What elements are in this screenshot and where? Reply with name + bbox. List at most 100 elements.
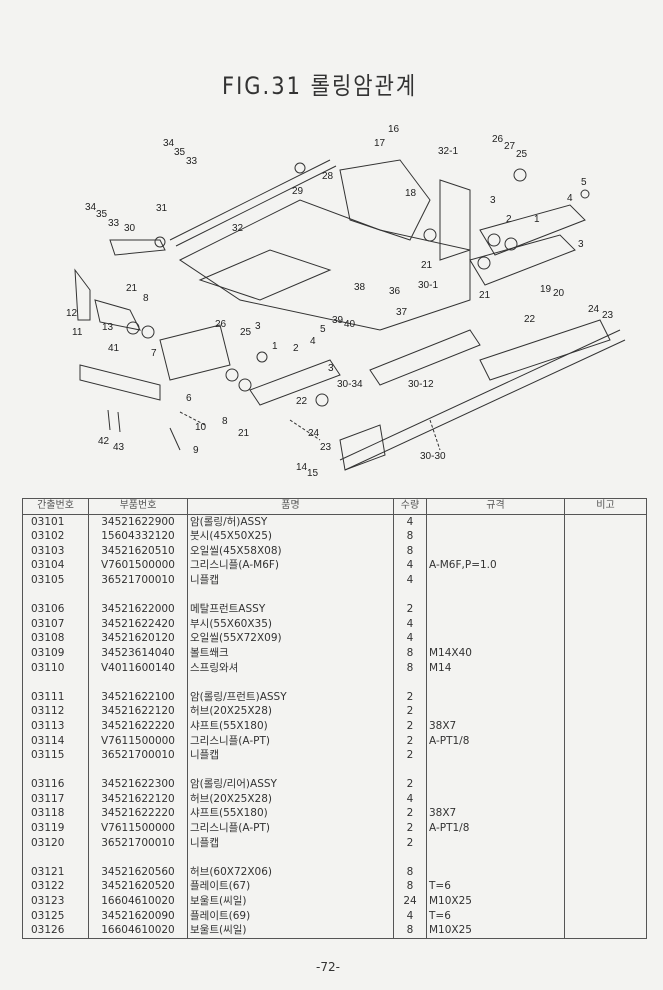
header-remarks: 비고 — [564, 498, 647, 515]
cell-item-no: 03119 — [22, 821, 89, 836]
cell-item-no: 03121 — [22, 864, 89, 880]
page-number: -72- — [316, 960, 340, 974]
cell-quantity — [393, 762, 427, 778]
cell-remarks — [564, 821, 647, 836]
cell-spec: M10X25 — [426, 923, 565, 939]
cell-item-no: 03112 — [22, 704, 89, 719]
cell-remarks — [564, 660, 647, 676]
callout: 2 — [293, 343, 299, 354]
table-row — [22, 675, 647, 690]
callout: 1 — [534, 214, 540, 225]
callout: 30-12 — [408, 379, 434, 390]
callout: 35 — [174, 147, 186, 158]
header-part-no: 부품번호 — [88, 498, 188, 515]
cell-part-no: 34521622300 — [88, 777, 188, 792]
cell-remarks — [564, 645, 647, 661]
cell-quantity: 8 — [393, 660, 427, 676]
cell-part-no: 34521622220 — [88, 806, 188, 822]
cell-part-no: V7611500000 — [88, 733, 188, 749]
callout: 32 — [232, 223, 244, 234]
cell-part-name: 볼트쐐크 — [187, 645, 394, 661]
header-item-no: 간출번호 — [22, 498, 89, 515]
cell-quantity — [393, 850, 427, 865]
callout: 5 — [581, 177, 587, 188]
cell-part-no: 34523614040 — [88, 645, 188, 661]
cell-quantity: 2 — [393, 602, 427, 617]
cell-item-no: 03126 — [22, 923, 89, 939]
cell-spec: A-PT1/8 — [426, 821, 565, 836]
callout: 33 — [108, 218, 120, 229]
cell-quantity: 2 — [393, 689, 427, 705]
cell-spec — [426, 748, 565, 763]
cell-part-name: 허브(20X25X28) — [187, 791, 394, 807]
callout: 13 — [102, 322, 114, 333]
cell-spec: 38X7 — [426, 718, 565, 734]
cell-item-no: 03108 — [22, 631, 89, 646]
cell-part-no: 34521622420 — [88, 616, 188, 632]
cell-remarks — [564, 602, 647, 617]
cell-part-no — [88, 762, 188, 778]
cell-remarks — [564, 908, 647, 924]
callout: 34 — [85, 202, 97, 213]
cell-remarks — [564, 558, 647, 573]
cell-quantity: 2 — [393, 704, 427, 719]
cell-spec — [426, 514, 565, 530]
cell-part-name: 암(롤링/프런트)ASSY — [187, 689, 394, 705]
cell-remarks — [564, 631, 647, 646]
cell-remarks — [564, 543, 647, 559]
cell-item-no: 03101 — [22, 514, 89, 530]
cell-part-name — [187, 762, 394, 778]
cell-quantity: 4 — [393, 631, 427, 646]
diagram-callouts: 34 35 33 16 17 32-1 26 27 25 5 28 29 18 … — [66, 124, 614, 479]
cell-remarks — [564, 572, 647, 588]
cell-part-no: 36521700010 — [88, 835, 188, 851]
cell-part-name: 니플캡 — [187, 835, 394, 851]
exploded-parts-diagram: 34 35 33 16 17 32-1 26 27 25 5 28 29 18 … — [66, 124, 626, 479]
callout: 22 — [296, 396, 308, 407]
cell-spec — [426, 529, 565, 544]
cell-part-no: 36521700010 — [88, 572, 188, 588]
cell-quantity: 2 — [393, 748, 427, 763]
cell-part-no: 16604610020 — [88, 894, 188, 909]
cell-spec: T=6 — [426, 879, 565, 895]
cell-part-no: 34521620510 — [88, 543, 188, 559]
cell-quantity: 4 — [393, 791, 427, 807]
header-spec: 규격 — [426, 498, 565, 515]
cell-part-name: 암(롤링/허)ASSY — [187, 514, 394, 530]
callout: 14 — [296, 462, 308, 473]
cell-remarks — [564, 879, 647, 895]
callout: 3 — [578, 239, 584, 250]
callout: 32-1 — [438, 146, 458, 157]
cell-remarks — [564, 923, 647, 939]
callout: 26 — [492, 134, 504, 145]
cell-quantity: 2 — [393, 777, 427, 792]
cell-part-no: 34521622120 — [88, 704, 188, 719]
cell-part-no: 36521700010 — [88, 748, 188, 763]
callout: 42 — [98, 436, 110, 447]
cell-part-name — [187, 587, 394, 603]
cell-part-no: 34521622100 — [88, 689, 188, 705]
cell-spec — [426, 850, 565, 865]
callout: 33 — [186, 156, 198, 167]
callout: 16 — [388, 124, 400, 135]
cell-remarks — [564, 616, 647, 632]
callout: 43 — [113, 442, 125, 453]
callout: 1 — [272, 341, 278, 352]
callout: 23 — [320, 442, 332, 453]
callout: 3 — [328, 363, 334, 374]
callout: 29 — [292, 186, 304, 197]
cell-remarks — [564, 864, 647, 880]
cell-quantity: 24 — [393, 894, 427, 909]
cell-spec: M14X40 — [426, 645, 565, 661]
